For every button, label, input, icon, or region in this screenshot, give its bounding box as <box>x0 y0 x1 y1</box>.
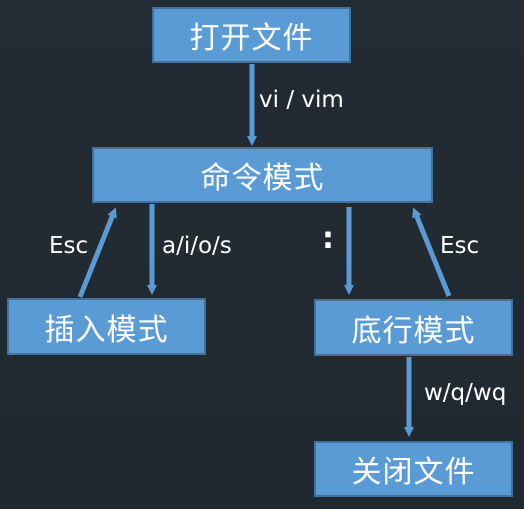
arrow-last-line-to-command <box>412 207 452 297</box>
node-command-mode: 命令模式 <box>92 147 433 203</box>
edge-label-aios: a/i/o/s <box>162 233 232 259</box>
node-last-line-mode-label: 底行模式 <box>351 313 476 349</box>
node-command-mode-label: 命令模式 <box>200 161 325 196</box>
edge-label-colon: : <box>322 221 334 256</box>
node-insert-mode: 插入模式 <box>7 298 206 355</box>
edge-label-wq: w/q/wq <box>424 380 507 406</box>
node-insert-mode-label: 插入模式 <box>44 312 169 348</box>
node-last-line-mode: 底行模式 <box>314 299 513 356</box>
node-close-file: 关闭文件 <box>314 441 513 497</box>
arrow-insert-to-command <box>77 207 117 298</box>
node-close-file-label: 关闭文件 <box>351 455 476 490</box>
node-open-file-label: 打开文件 <box>189 21 314 56</box>
edge-label-esc-insert: Esc <box>49 233 89 259</box>
node-open-file: 打开文件 <box>152 7 351 63</box>
edge-label-esc-last-line: Esc <box>440 233 480 259</box>
edge-label-vi-vim: vi / vim <box>259 87 344 113</box>
